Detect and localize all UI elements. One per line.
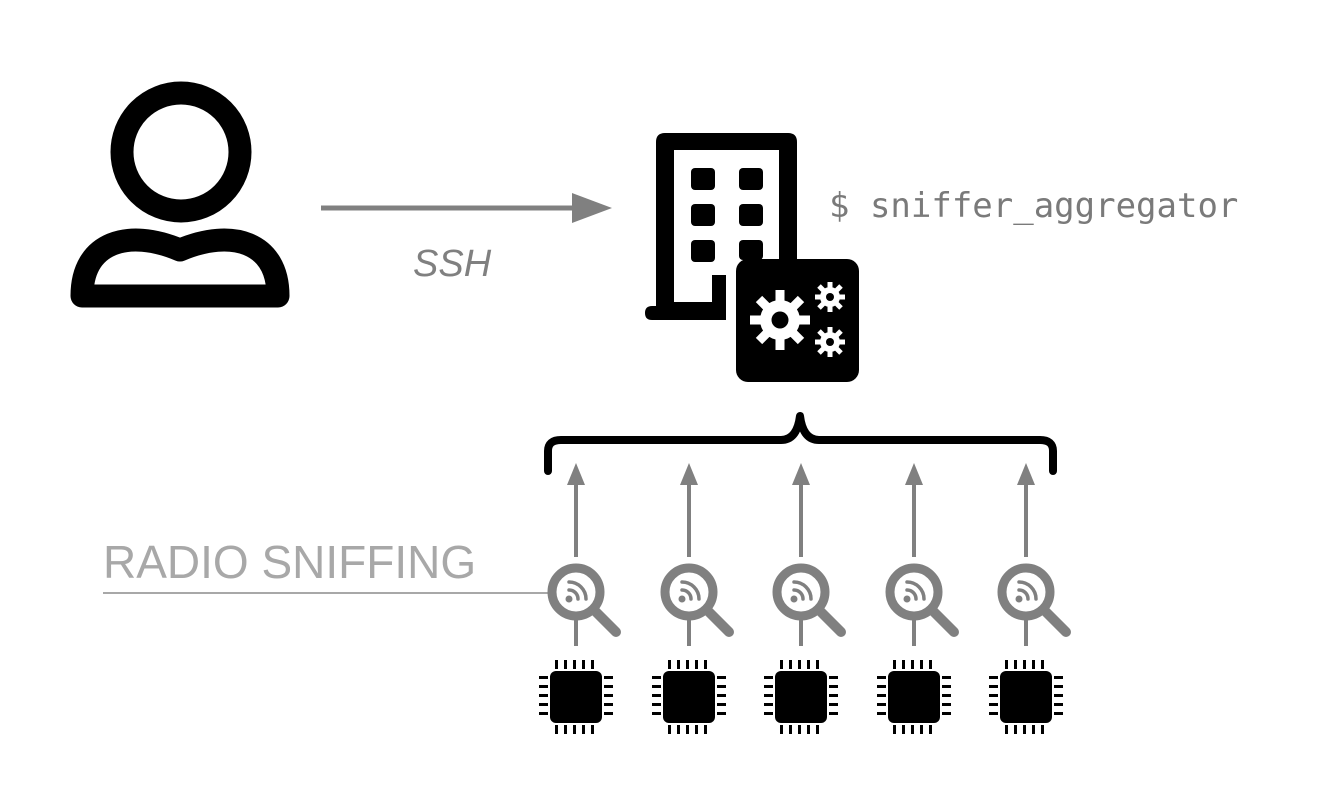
- radio-sniffing-label: RADIO SNIFFING: [103, 536, 476, 588]
- sniffer-column-4: [877, 461, 954, 734]
- microchip-icon: [989, 660, 1063, 734]
- sniffer-search-icon: [890, 568, 954, 632]
- ssh-arrow: [321, 193, 612, 223]
- microchip-icon: [877, 660, 951, 734]
- sniffer-search-icon: [665, 568, 729, 632]
- sniffer-column-2: [652, 461, 729, 734]
- microchip-icon: [764, 660, 838, 734]
- up-arrow: [565, 461, 587, 559]
- sniffer-column-5: [989, 461, 1066, 734]
- command-label: $ sniffer_aggregator: [829, 186, 1238, 226]
- up-arrow: [903, 461, 925, 559]
- up-arrow: [678, 461, 700, 559]
- up-arrow: [1015, 461, 1037, 559]
- building-icon: [645, 133, 797, 320]
- up-arrow: [790, 461, 812, 559]
- user-icon: [70, 81, 290, 308]
- ssh-label: SSH: [413, 243, 492, 285]
- microchip-icon: [539, 660, 613, 734]
- sniffer-search-icon: [777, 568, 841, 632]
- gears-icon: [736, 259, 859, 382]
- sniffer-search-icon: [552, 568, 616, 632]
- sniffer-column-3: [764, 461, 841, 734]
- aggregation-brace: [544, 412, 1057, 475]
- microchip-icon: [652, 660, 726, 734]
- sniffer-search-icon: [1002, 568, 1066, 632]
- sniffer-column-1: [539, 461, 616, 734]
